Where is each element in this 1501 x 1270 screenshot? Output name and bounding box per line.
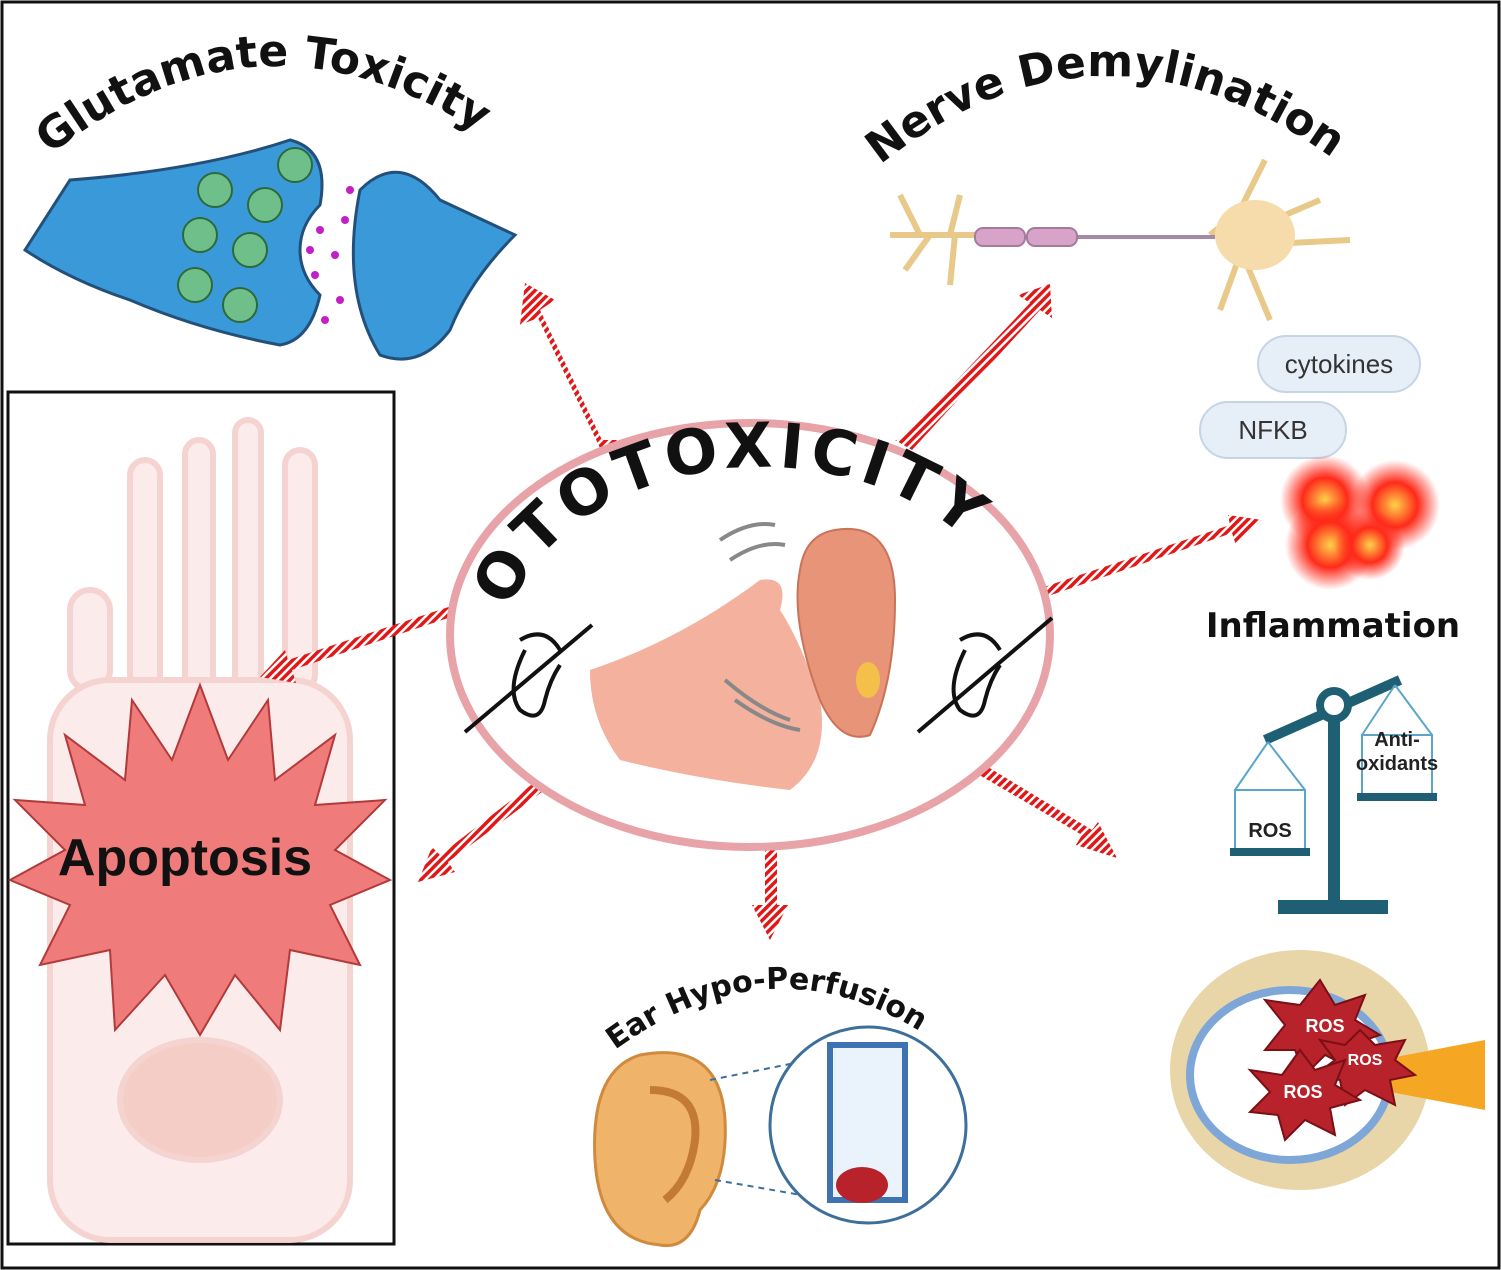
arrow-to-nerve <box>895 284 1052 450</box>
cytokines-pill: cytokines <box>1285 349 1393 379</box>
cochlea-ros-3: ROS <box>1283 1082 1322 1102</box>
arrow-to-glutamate <box>520 283 620 448</box>
cochlea-ros-1: ROS <box>1305 1016 1344 1036</box>
ear-blood-vessel-illustration <box>593 1025 968 1248</box>
cochlea-ros-illustration: ROS ROS ROS <box>1170 950 1485 1190</box>
glutamate-title: Glutamate Toxicity <box>26 26 500 163</box>
apoptosis-label: Apoptosis <box>58 829 312 887</box>
ototoxicity-center: OTOTOXICITY <box>446 408 1054 851</box>
antioxidants-line1: Anti- <box>1374 729 1420 751</box>
arrow-to-apoptosis <box>260 590 502 683</box>
antioxidants-line2: oxidants <box>1356 753 1438 775</box>
deaf-icon-right <box>916 616 1054 734</box>
apoptosis-starburst <box>7 682 393 1037</box>
inflammation-title: Inflammation <box>1206 606 1460 646</box>
neuron-icon <box>890 158 1351 322</box>
arrow-to-inflammation <box>1020 515 1262 605</box>
nfkb-pill: NFKB <box>1238 415 1307 445</box>
hand-icon <box>590 579 822 790</box>
ros-pan-label: ROS <box>1248 820 1291 842</box>
apoptosis-panel: Apoptosis <box>6 390 396 1246</box>
nerve-title: Nerve Demylination <box>856 36 1355 173</box>
synapse-icon <box>22 138 518 361</box>
ros-balance-scale: ROS Anti- oxidants <box>1230 675 1438 914</box>
cochlea-ros-2: ROS <box>1348 1052 1383 1069</box>
sound-waves-icon <box>718 522 801 732</box>
inflammation-panel: cytokines NFKB Inflammation <box>1199 335 1460 646</box>
deaf-icon-left <box>463 623 594 734</box>
